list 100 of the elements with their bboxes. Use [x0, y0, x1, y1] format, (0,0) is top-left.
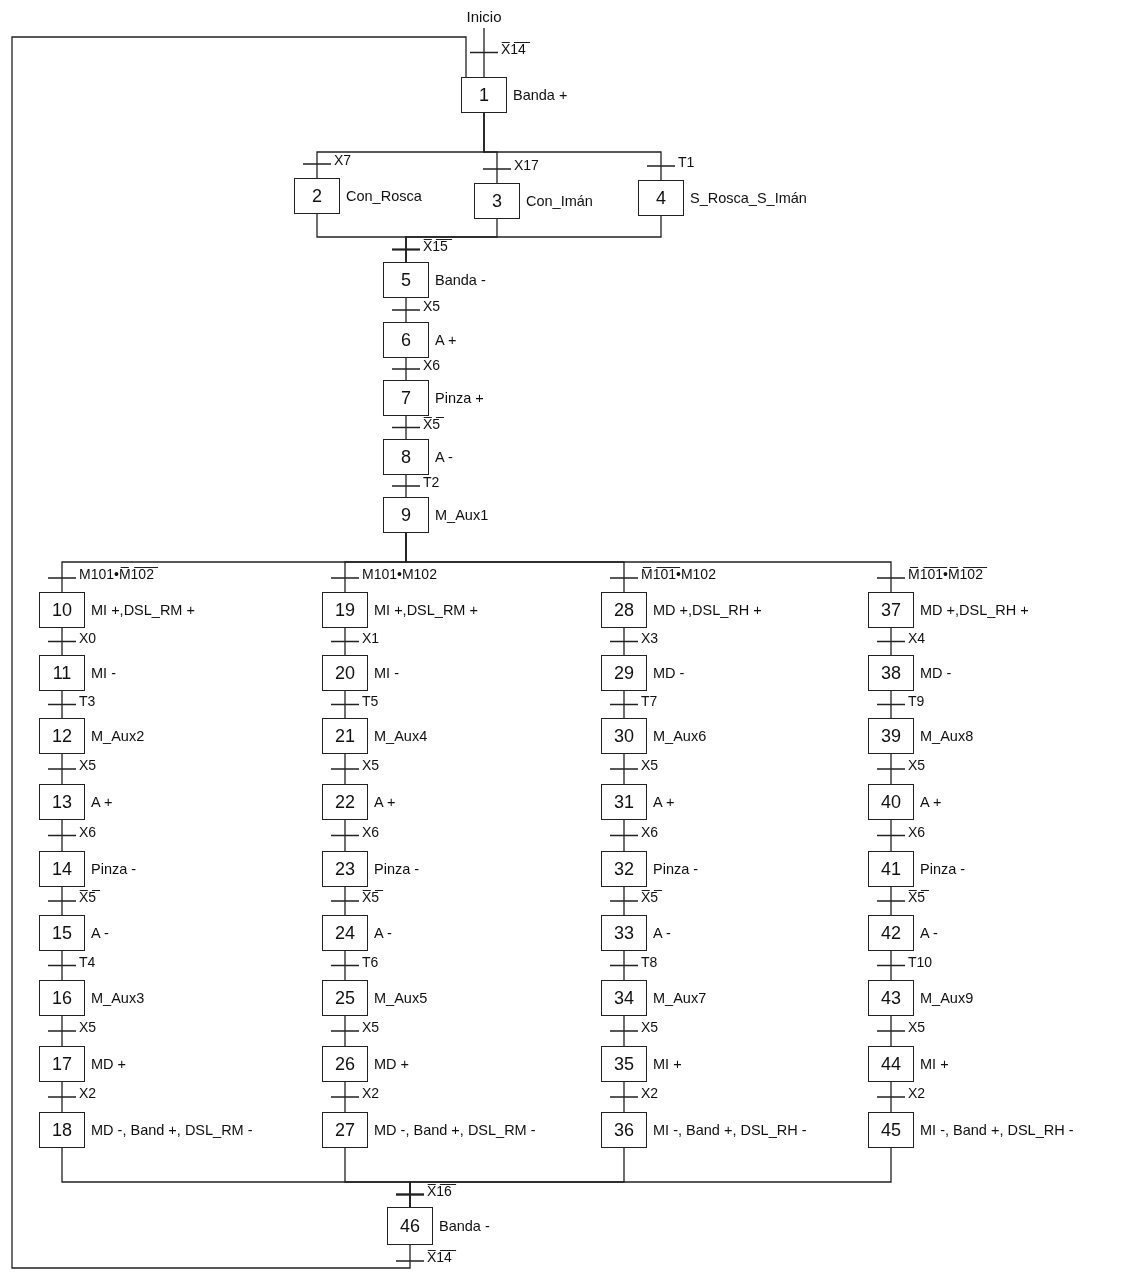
action-label: M_Aux2 — [91, 728, 145, 744]
step-box: 40 — [868, 784, 914, 820]
action-label: A - — [91, 925, 109, 941]
transition-link — [391, 415, 421, 440]
transition-link — [47, 1015, 77, 1047]
step-box: 26 — [322, 1046, 368, 1082]
step-box: 28 — [601, 592, 647, 628]
step-box: 41 — [868, 851, 914, 887]
step-box: 39 — [868, 718, 914, 754]
transition-condition: X5 — [79, 1018, 97, 1036]
transition-condition: X17 — [514, 156, 539, 174]
transition-condition: T6 — [362, 952, 379, 971]
action-label: Banda - — [439, 1218, 490, 1234]
transition-link — [876, 819, 906, 852]
action-label: MI + — [920, 1056, 949, 1072]
transition-condition: T5 — [362, 691, 379, 710]
action-label: S_Rosca_S_Imán — [690, 190, 807, 206]
transition-condition: X2 — [362, 1084, 380, 1102]
transition-link — [391, 357, 421, 381]
step-box: 3 — [474, 183, 520, 219]
step-box: 10 — [39, 592, 85, 628]
action-label: MD +,DSL_RH + — [653, 602, 762, 618]
action-label: A + — [653, 794, 675, 810]
step-box: 42 — [868, 915, 914, 951]
action-label: Pinza + — [435, 390, 484, 406]
action-label: Con_Rosca — [346, 188, 422, 204]
step-box: 31 — [601, 784, 647, 820]
transition-condition: X5 — [908, 1018, 926, 1036]
transition-condition: X6 — [908, 822, 926, 841]
start-label: Inicio — [462, 8, 506, 25]
transition-link — [876, 690, 906, 719]
transition-link — [876, 1015, 906, 1047]
transition-link — [391, 474, 421, 498]
action-label: M_Aux6 — [653, 728, 707, 744]
transition-link — [47, 819, 77, 852]
action-label: MI + — [653, 1056, 682, 1072]
transition-condition: T10 — [908, 952, 933, 971]
action-label: Con_Imán — [526, 193, 593, 209]
transition-link — [47, 627, 77, 656]
transition-link — [395, 1147, 892, 1208]
transition-link — [609, 1015, 639, 1047]
transition-link — [876, 1081, 906, 1113]
step-box: 21 — [322, 718, 368, 754]
action-label: A - — [920, 925, 938, 941]
step-box: 24 — [322, 915, 368, 951]
step-box: 5 — [383, 262, 429, 298]
transition-link — [876, 886, 906, 916]
transition-link — [609, 753, 639, 785]
transition-link — [876, 950, 906, 981]
step-box: 4 — [638, 180, 684, 216]
transition-link — [391, 215, 662, 263]
transition-condition: T9 — [908, 691, 925, 710]
transition-condition: X5 — [423, 297, 441, 315]
action-label: MI - — [91, 665, 116, 681]
transition-condition: X2 — [79, 1084, 97, 1102]
action-label: MD +,DSL_RH + — [920, 602, 1029, 618]
transition-condition: X6 — [79, 822, 97, 841]
step-box: 2 — [294, 178, 340, 214]
transition-link — [330, 1015, 360, 1047]
transition-condition: T1 — [678, 153, 695, 171]
transition-condition: X2 — [908, 1084, 926, 1102]
action-label: M_Aux9 — [920, 990, 974, 1006]
transition-condition: X4 — [908, 628, 926, 647]
step-box: 30 — [601, 718, 647, 754]
step-box: 8 — [383, 439, 429, 475]
step-box: 36 — [601, 1112, 647, 1148]
step-box: 25 — [322, 980, 368, 1016]
step-box: 22 — [322, 784, 368, 820]
transition-condition: M̅1̅0̅1̅•M102 — [641, 565, 716, 583]
transition-link — [330, 819, 360, 852]
step-box: 43 — [868, 980, 914, 1016]
step-box: 23 — [322, 851, 368, 887]
step-box: 12 — [39, 718, 85, 754]
action-label: M_Aux7 — [653, 990, 707, 1006]
action-label: A + — [91, 794, 113, 810]
step-box: 45 — [868, 1112, 914, 1148]
transition-link — [609, 950, 639, 981]
step-box: 18 — [39, 1112, 85, 1148]
step-box: 15 — [39, 915, 85, 951]
action-label: M_Aux3 — [91, 990, 145, 1006]
step-box: 17 — [39, 1046, 85, 1082]
action-label: Pinza - — [91, 861, 137, 877]
transition-link — [47, 950, 77, 981]
transition-link — [609, 1081, 639, 1113]
action-label: M_Aux5 — [374, 990, 428, 1006]
action-label: MD - — [920, 665, 952, 681]
transition-condition: X0 — [79, 628, 97, 647]
action-label: Pinza - — [653, 861, 699, 877]
transition-condition: X5 — [362, 1018, 380, 1036]
step-box: 7 — [383, 380, 429, 416]
action-label: MD -, Band +, DSL_RM - — [374, 1122, 536, 1138]
step-box: 38 — [868, 655, 914, 691]
transition-link — [47, 1081, 77, 1113]
transition-condition: X6 — [641, 822, 659, 841]
transition-link — [609, 690, 639, 719]
transition-condition: X3 — [641, 628, 659, 647]
step-box: 33 — [601, 915, 647, 951]
action-label: MD + — [374, 1056, 410, 1072]
transition-link — [47, 690, 77, 719]
transition-link — [330, 753, 360, 785]
